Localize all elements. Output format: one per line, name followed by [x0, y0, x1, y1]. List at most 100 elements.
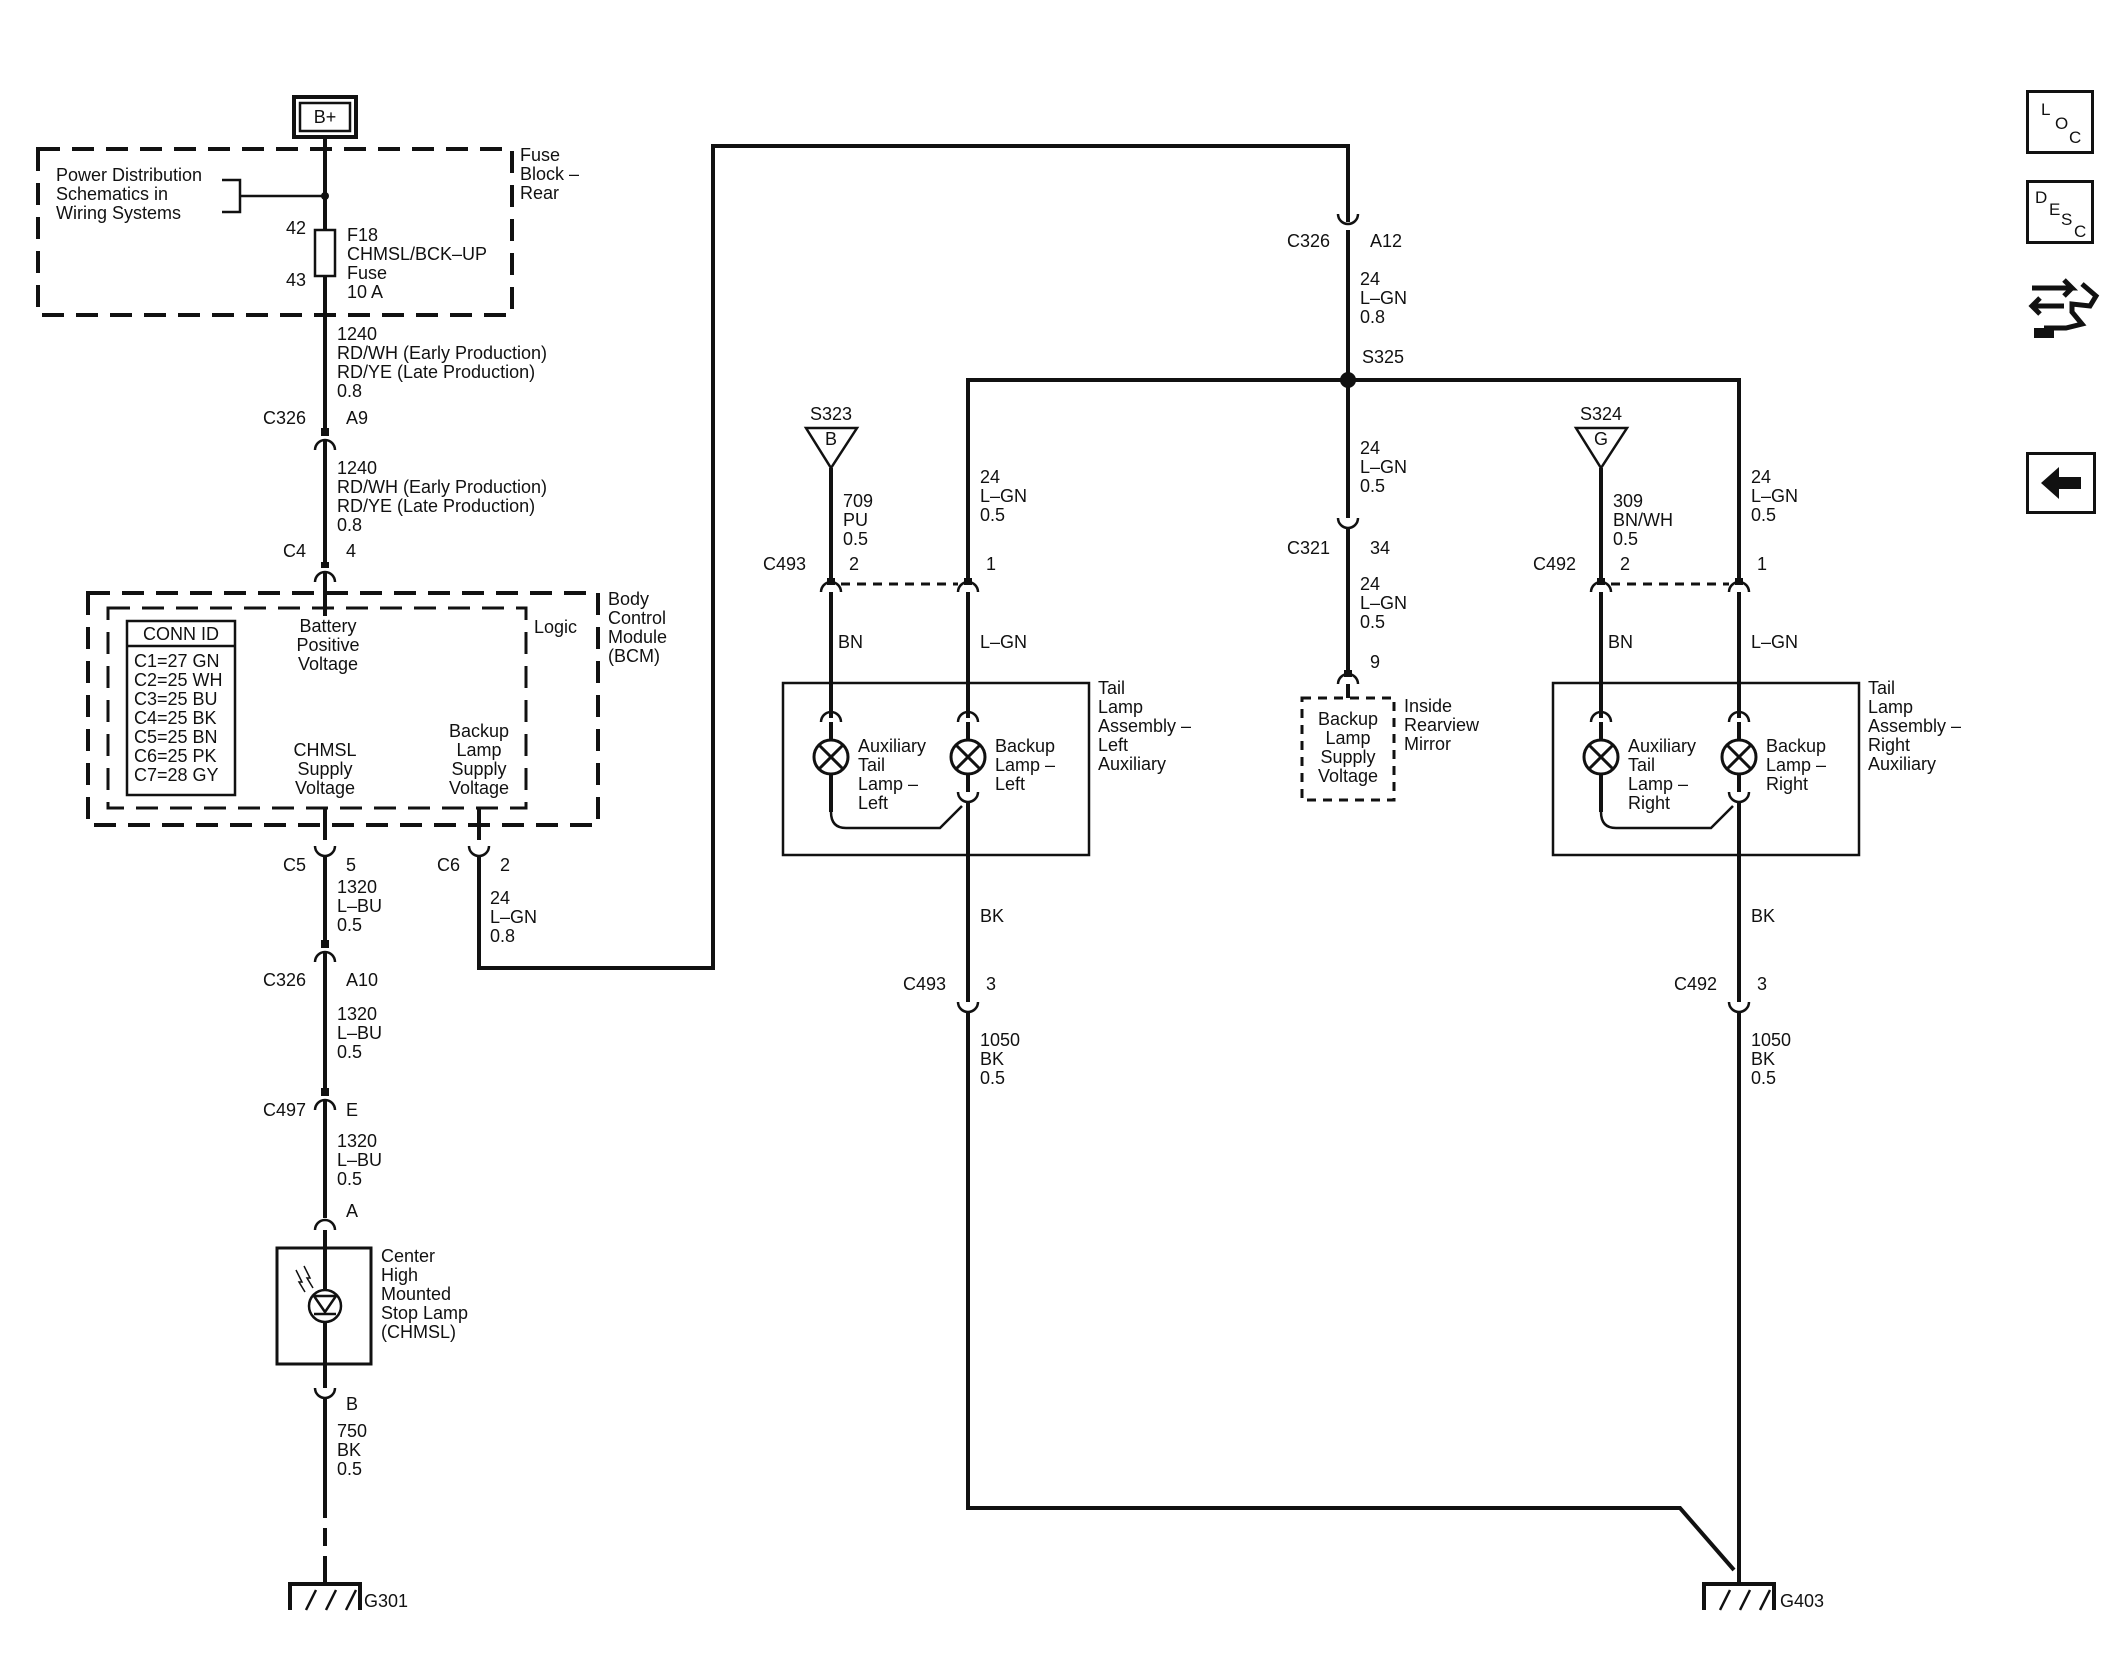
wire-1240-b-4: 0.8: [337, 515, 362, 535]
left-aux-wire-2: PU: [843, 510, 868, 530]
right-assembly-2: Lamp: [1868, 697, 1913, 717]
bcm-battery-positive-2: Positive: [296, 635, 359, 655]
right-aux-wire-2: BN/WH: [1613, 510, 1673, 530]
loc-letter-c: C: [2069, 128, 2082, 147]
conn-c326-a10-pin: A10: [346, 970, 378, 990]
wire-1320-a-1: 1320: [337, 877, 377, 897]
conn-id-c4: C4=25 BK: [134, 708, 217, 728]
conn-c6-name: C6: [437, 855, 460, 875]
bcm-title-1: Body: [608, 589, 649, 609]
mirror-label-1: Inside: [1404, 696, 1452, 716]
right-assembly-3: Assembly –: [1868, 716, 1961, 736]
loc-button[interactable]: L O C: [2026, 90, 2094, 154]
conn-c4-pin: 4: [346, 541, 356, 561]
right-ground-color: BK: [1751, 906, 1775, 926]
wire-1240-a-4: 0.8: [337, 381, 362, 401]
conn-c5-pin: 5: [346, 855, 356, 875]
right-aux-lamp-1: Auxiliary: [1628, 736, 1696, 756]
bcm-logic-box: [106, 606, 528, 810]
connector-c492-pin-2: [1589, 580, 1613, 593]
chmsl-pin-b: B: [346, 1394, 358, 1414]
fuse-pin-42: 42: [286, 218, 306, 238]
fuse-block-title-1: Fuse: [520, 145, 560, 165]
right-ground-wire-3: 0.5: [1751, 1068, 1776, 1088]
conn-c493-name: C493: [763, 554, 806, 574]
right-aux-lamp-2: Tail: [1628, 755, 1655, 775]
auxiliary-tail-lamp-right-icon: [1582, 738, 1620, 776]
bcm-title-3: Module: [608, 627, 667, 647]
connector-c5-5: [313, 845, 337, 858]
conn-c326-a10-name: C326: [263, 970, 306, 990]
back-arrow-icon: [2041, 467, 2081, 499]
wire-24-lgn-bcm-to-c326: [477, 144, 1350, 970]
left-assembly-4: Left: [1098, 735, 1128, 755]
conn-c493-ground-name: C493: [903, 974, 946, 994]
battery-label: B+: [314, 107, 337, 127]
connector-icon[interactable]: [2024, 266, 2104, 346]
left-ground-wire-2: BK: [980, 1049, 1004, 1069]
splice-s324-label: S324: [1580, 404, 1622, 424]
left-assembly-5: Auxiliary: [1098, 754, 1166, 774]
wire-1320-a-3: 0.5: [337, 915, 362, 935]
wire-24-bcm-3: 0.8: [490, 926, 515, 946]
wire-750-3: 0.5: [337, 1459, 362, 1479]
power-distribution-note-2: Schematics in: [56, 184, 168, 204]
desc-letter-c: C: [2074, 222, 2087, 241]
wire-1240-b-1: 1240: [337, 458, 377, 478]
back-button[interactable]: [2026, 452, 2096, 514]
desc-button[interactable]: D E S C: [2026, 180, 2094, 244]
left-aux-wire-1: 709: [843, 491, 873, 511]
conn-id-c7: C7=28 GY: [134, 765, 219, 785]
fuse-label-4: 10 A: [347, 282, 383, 302]
left-ground-wire-3: 0.5: [980, 1068, 1005, 1088]
desc-letter-s: S: [2061, 210, 2073, 229]
chmsl-label-5: (CHMSL): [381, 1322, 456, 1342]
chmsl-label-1: Center: [381, 1246, 435, 1266]
left-backup-lamp-1: Backup: [995, 736, 1055, 756]
backup-lamp-right-icon: [1720, 738, 1758, 776]
left-backup-wire-1: 24: [980, 467, 1000, 487]
splice-s324-icon: [1573, 426, 1630, 471]
conn-c326-a12-pin: A12: [1370, 231, 1402, 251]
left-aux-lamp-2: Tail: [858, 755, 885, 775]
bcm-battery-positive-1: Battery: [299, 616, 356, 636]
right-ground-wire-1: 1050: [1751, 1030, 1791, 1050]
right-backup-wire-2: L–GN: [1751, 486, 1798, 506]
fuse-label-1: F18: [347, 225, 378, 245]
mirror-pin-9: 9: [1370, 652, 1380, 672]
bcm-chmsl-supply-3: Voltage: [295, 778, 355, 798]
splice-s324-letter: G: [1594, 429, 1608, 449]
wire-24-top-3: 0.8: [1360, 307, 1385, 327]
desc-letter-d: D: [2035, 188, 2048, 207]
left-backup-wire-3: 0.5: [980, 505, 1005, 525]
conn-c5-name: C5: [283, 855, 306, 875]
chmsl-label-2: High: [381, 1265, 418, 1285]
conn-c492-pin-1: 1: [1757, 554, 1767, 574]
wire-24-top-1: 24: [1360, 269, 1380, 289]
fuse-block-title-2: Block –: [520, 164, 579, 184]
conn-id-c1: C1=27 GN: [134, 651, 220, 671]
tail-lamp-assembly-left-box: [781, 681, 1091, 857]
right-backup-wire-1: 24: [1751, 467, 1771, 487]
chmsl-label-3: Mounted: [381, 1284, 451, 1304]
right-aux-color: BN: [1608, 632, 1633, 652]
conn-c493-pin-1: 1: [986, 554, 996, 574]
conn-id-table: [125, 619, 237, 797]
connector-c6-2: [467, 845, 491, 858]
conn-id-c5: C5=25 BN: [134, 727, 218, 747]
conn-c493-pin-3: 3: [986, 974, 996, 994]
right-assembly-1: Tail: [1868, 678, 1895, 698]
wire-750-2: BK: [337, 1440, 361, 1460]
wire-1320-c-1: 1320: [337, 1131, 377, 1151]
left-backup-lamp-2: Lamp –: [995, 755, 1055, 775]
ground-g301-label: G301: [364, 1591, 408, 1611]
connector-c326-a12: [1336, 213, 1360, 226]
right-backup-wire-3: 0.5: [1751, 505, 1776, 525]
wire-24-bcm-1: 24: [490, 888, 510, 908]
left-backup-lamp-3: Left: [995, 774, 1025, 794]
bcm-logic-label: Logic: [534, 617, 577, 637]
mirror-box: [1300, 696, 1396, 802]
mirror-label-3: Mirror: [1404, 734, 1451, 754]
left-backup-wire-2: L–GN: [980, 486, 1027, 506]
